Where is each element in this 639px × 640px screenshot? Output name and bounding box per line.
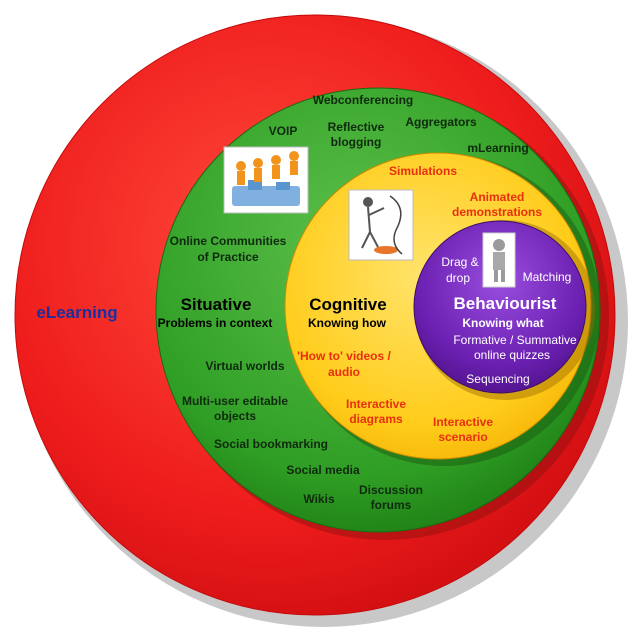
team-puzzle-icon	[223, 146, 309, 214]
cognitive-subtitle: Knowing how	[308, 316, 387, 330]
behaviourist-subtitle: Knowing what	[462, 316, 543, 330]
elearning-label: eLearning	[36, 303, 117, 322]
cognitive-title: Cognitive	[309, 295, 386, 314]
robot-figure-icon	[482, 232, 516, 288]
item-scenario-1: Interactive	[433, 415, 493, 429]
item-multiuser-1: Multi-user editable	[182, 394, 288, 408]
item-social-bookmarking: Social bookmarking	[214, 437, 328, 451]
item-sequencing: Sequencing	[466, 372, 529, 386]
item-mlearning: mLearning	[467, 141, 528, 155]
item-animated-2: demonstrations	[452, 205, 542, 219]
item-diagrams-2: diagrams	[349, 412, 403, 426]
item-discussion-1: Discussion	[359, 483, 423, 497]
item-diagrams-1: Interactive	[346, 397, 406, 411]
behaviourist-title: Behaviourist	[454, 294, 557, 313]
item-drag-2: drop	[446, 271, 470, 285]
behaviourist-circle	[413, 220, 587, 394]
item-quizzes-1: Formative / Summative	[453, 333, 577, 347]
item-animated-1: Animated	[470, 190, 525, 204]
item-voip: VOIP	[269, 124, 298, 138]
item-howto-2: audio	[328, 365, 360, 379]
item-discussion-2: forums	[371, 498, 412, 512]
item-reflective-2: blogging	[331, 135, 382, 149]
item-matching: Matching	[523, 270, 572, 284]
item-drag-1: Drag &	[441, 255, 478, 269]
item-quizzes-2: online quizzes	[474, 348, 550, 362]
item-multiuser-2: objects	[214, 409, 256, 423]
item-howto-1: 'How to' videos /	[297, 349, 391, 363]
item-aggregators: Aggregators	[405, 115, 477, 129]
item-webconferencing: Webconferencing	[313, 93, 413, 107]
situative-subtitle: Problems in context	[158, 316, 273, 330]
item-reflective-1: Reflective	[328, 120, 385, 134]
item-communities-2: of Practice	[197, 250, 259, 264]
item-scenario-2: scenario	[438, 430, 487, 444]
item-social-media: Social media	[286, 463, 360, 477]
item-wikis: Wikis	[303, 492, 335, 506]
item-communities-1: Online Communities	[170, 234, 287, 248]
item-simulations: Simulations	[389, 164, 457, 178]
stickman-figure-icon	[348, 189, 414, 261]
situative-title: Situative	[181, 295, 252, 314]
item-virtual-worlds: Virtual worlds	[205, 359, 284, 373]
